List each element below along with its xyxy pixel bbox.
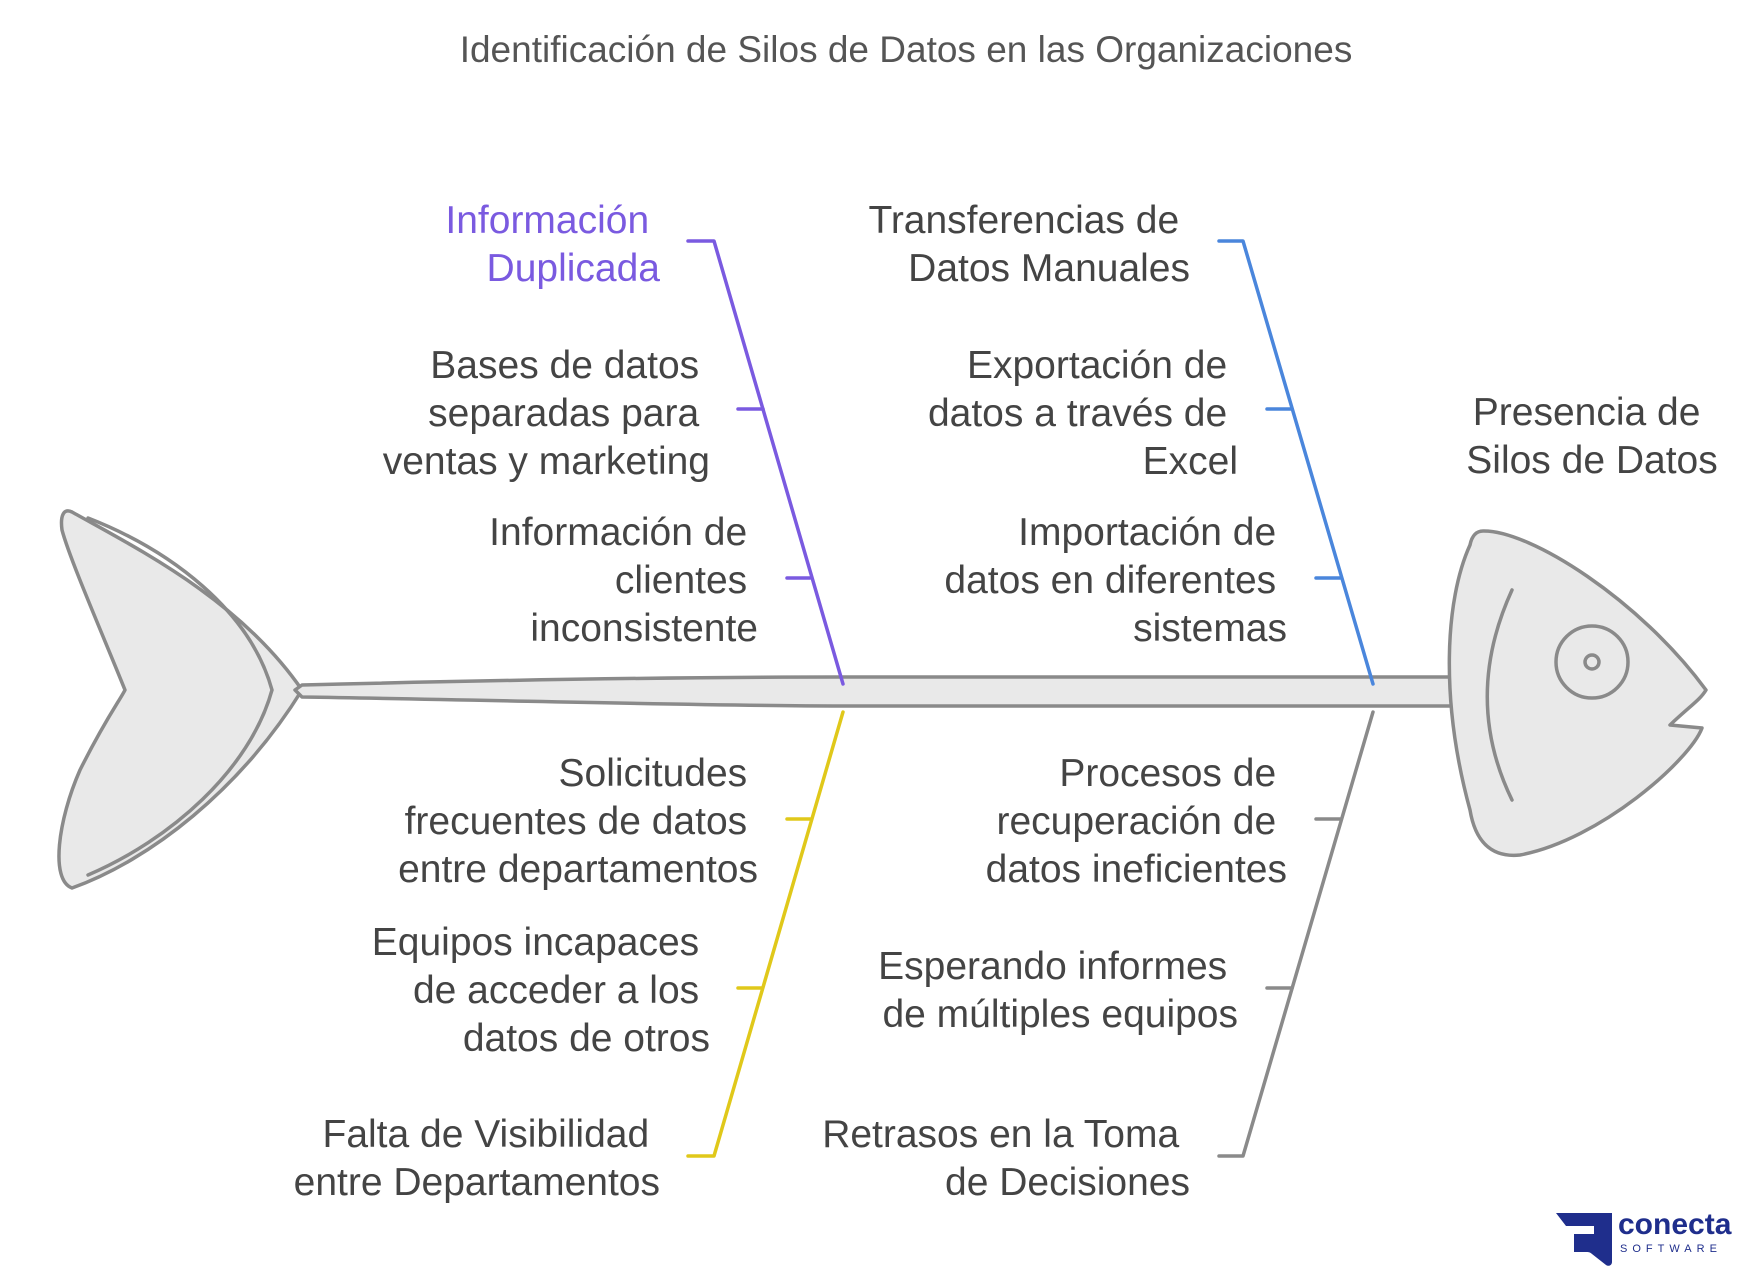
category-label-line: Información — [445, 199, 649, 242]
bone-bottom-left: Solicitudes frecuentes de datos entre de… — [294, 710, 845, 1204]
category-label-line: Datos Manuales — [908, 247, 1190, 290]
cause-label-line: Información de — [489, 511, 747, 554]
category-label-bottom-right: Retrasos en la Toma de Decisiones — [822, 1113, 1190, 1204]
head-label-line2: Silos de Datos — [1466, 439, 1717, 482]
cause-label-line: recuperación de — [996, 800, 1276, 843]
cause-label: Esperando informes de múltiples equipos — [878, 945, 1238, 1036]
cause-label-line: inconsistente — [530, 607, 758, 650]
cause-label-line: datos en diferentes — [944, 559, 1276, 602]
category-label-line: Duplicada — [487, 247, 661, 290]
fish-pupil — [1583, 653, 1601, 671]
fish-tail — [57, 509, 304, 890]
cause-label-line: separadas para — [428, 392, 699, 435]
bone-bottom-right-line — [1217, 710, 1375, 1158]
category-label-line: Falta de Visibilidad — [323, 1113, 650, 1156]
cause-label: Exportación de datos a través de Excel — [928, 344, 1238, 483]
cause-label: Solicitudes frecuentes de datos entre de… — [398, 752, 758, 891]
cause-label-line: de acceder a los — [413, 969, 699, 1012]
bone-top-right: Transferencias de Datos Manuales Exporta… — [868, 199, 1375, 686]
cause-label: Bases de datos separadas para ventas y m… — [383, 344, 710, 483]
conecta-logo-word: conecta — [1618, 1208, 1732, 1241]
cause-label-line: Esperando informes — [878, 945, 1227, 988]
bone-top-right-line — [1217, 239, 1375, 686]
cause-label: Importación de datos en diferentes siste… — [944, 511, 1287, 650]
cause-label-line: Procesos de — [1059, 752, 1276, 795]
cause-label-line: entre departamentos — [398, 848, 758, 891]
cause-label-line: Importación de — [1018, 511, 1276, 554]
cause-label-line: frecuentes de datos — [405, 800, 748, 843]
category-label-line: de Decisiones — [945, 1161, 1190, 1204]
conecta-logo-sub: SOFTWARE — [1620, 1243, 1722, 1255]
cause-label-line: de múltiples equipos — [882, 993, 1238, 1036]
fish-spine — [293, 675, 1462, 708]
cause-label: Procesos de recuperación de datos inefic… — [986, 752, 1287, 891]
conecta-logo: conecta SOFTWARE — [1556, 1208, 1732, 1266]
fish-head — [1447, 529, 1708, 858]
bone-top-left: Información Duplicada Bases de datos sep… — [383, 199, 845, 686]
cause-label-line: datos ineficientes — [986, 848, 1287, 891]
cause-label-line: Exportación de — [967, 344, 1227, 387]
head-label-line1: Presencia de — [1473, 391, 1701, 434]
fish-gill-line — [1485, 588, 1514, 802]
bone-bottom-right: Procesos de recuperación de datos inefic… — [822, 710, 1375, 1204]
category-label-top-right: Transferencias de Datos Manuales — [868, 199, 1190, 290]
category-label-line: entre Departamentos — [294, 1161, 660, 1204]
category-label-line: Transferencias de — [868, 199, 1179, 242]
fish-eye — [1554, 624, 1630, 700]
cause-label-line: Excel — [1143, 440, 1238, 483]
cause-label: Información de clientes inconsistente — [489, 511, 758, 650]
bone-top-left-line — [686, 239, 845, 686]
cause-label-line: Equipos incapaces — [372, 921, 699, 964]
cause-label-line: sistemas — [1133, 607, 1287, 650]
cause-label-line: Bases de datos — [430, 344, 699, 387]
fish-tail-inner-line — [86, 516, 274, 877]
cause-label: Equipos incapaces de acceder a los datos… — [372, 921, 710, 1060]
category-label-top-left: Información Duplicada — [445, 199, 660, 290]
cause-label-line: datos a través de — [928, 392, 1227, 435]
category-label-bottom-left: Falta de Visibilidad entre Departamentos — [294, 1113, 660, 1204]
category-label-line: Retrasos en la Toma — [822, 1113, 1179, 1156]
cause-label-line: clientes — [615, 559, 747, 602]
conecta-logo-icon — [1556, 1213, 1612, 1266]
head-label: Presencia de Silos de Datos — [1466, 391, 1717, 482]
cause-label-line: Solicitudes — [559, 752, 748, 795]
cause-label-line: ventas y marketing — [383, 440, 710, 483]
bone-bottom-left-line — [686, 710, 845, 1158]
diagram-title: Identificación de Silos de Datos en las … — [460, 29, 1353, 70]
cause-label-line: datos de otros — [463, 1017, 710, 1060]
